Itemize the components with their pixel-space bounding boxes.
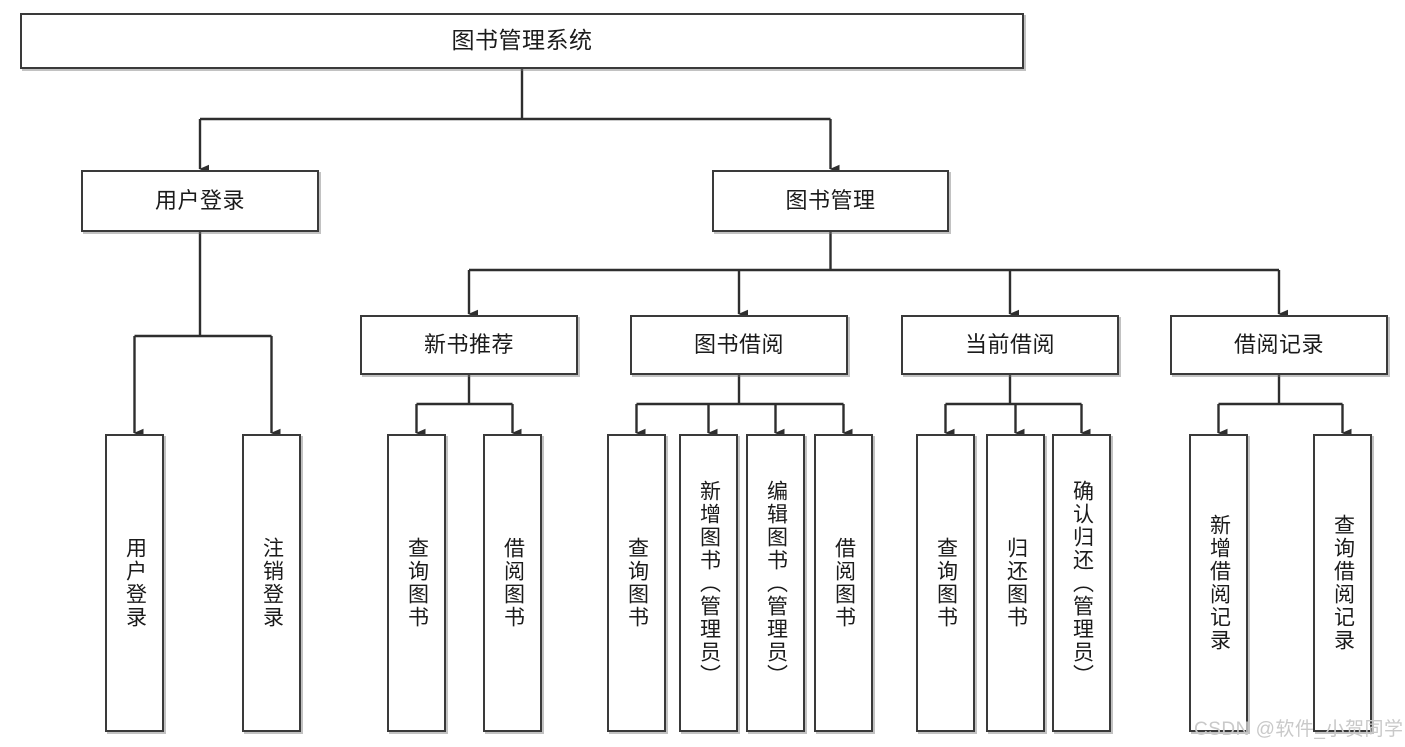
node-label: 借阅图书 [832,537,856,629]
node-label: 查询借阅记录 [1331,514,1355,652]
node-label: 编辑图书（管理员） [764,479,788,687]
node-label: 图书管理 [785,188,876,214]
node-leaf4[interactable]: 借阅图书 [483,434,542,732]
node-leaf3[interactable]: 查询图书 [387,434,446,732]
node-leaf8[interactable]: 借阅图书 [814,434,873,732]
node-leaf1[interactable]: 用户登录 [105,434,164,732]
node-leaf9[interactable]: 查询图书 [916,434,975,732]
node-label: 新增借阅记录 [1207,514,1231,652]
node-leaf13[interactable]: 查询借阅记录 [1313,434,1372,732]
node-label: 查询图书 [934,537,958,629]
csdn-watermark: CSDN @软件_小贺同学 [1194,719,1404,740]
node-newbook[interactable]: 新书推荐 [360,315,578,375]
node-label: 注销登录 [260,537,284,629]
node-label: 新增图书（管理员） [697,479,721,687]
node-root[interactable]: 图书管理系统 [20,13,1024,69]
node-label: 借阅图书 [501,537,525,629]
node-label: 查询图书 [405,537,429,629]
node-label: 用户登录 [154,188,245,214]
node-borrow[interactable]: 图书借阅 [630,315,848,375]
node-label: 当前借阅 [964,332,1055,358]
node-leaf10[interactable]: 归还图书 [986,434,1045,732]
node-current[interactable]: 当前借阅 [901,315,1119,375]
node-label: 用户登录 [123,537,147,629]
node-label: 图书借阅 [693,332,784,358]
node-bookmgmt[interactable]: 图书管理 [712,170,949,232]
node-label: 借阅记录 [1233,332,1324,358]
node-label: 图书管理系统 [451,27,593,54]
node-label: 确认归还（管理员） [1070,479,1094,687]
node-label: 查询图书 [625,537,649,629]
node-login[interactable]: 用户登录 [81,170,319,232]
node-leaf6[interactable]: 新增图书（管理员） [679,434,738,732]
node-records[interactable]: 借阅记录 [1170,315,1388,375]
node-label: 新书推荐 [423,332,514,358]
node-leaf5[interactable]: 查询图书 [607,434,666,732]
node-leaf11[interactable]: 确认归还（管理员） [1052,434,1111,732]
node-label: 归还图书 [1004,537,1028,629]
node-leaf2[interactable]: 注销登录 [242,434,301,732]
node-leaf12[interactable]: 新增借阅记录 [1189,434,1248,732]
node-leaf7[interactable]: 编辑图书（管理员） [746,434,805,732]
